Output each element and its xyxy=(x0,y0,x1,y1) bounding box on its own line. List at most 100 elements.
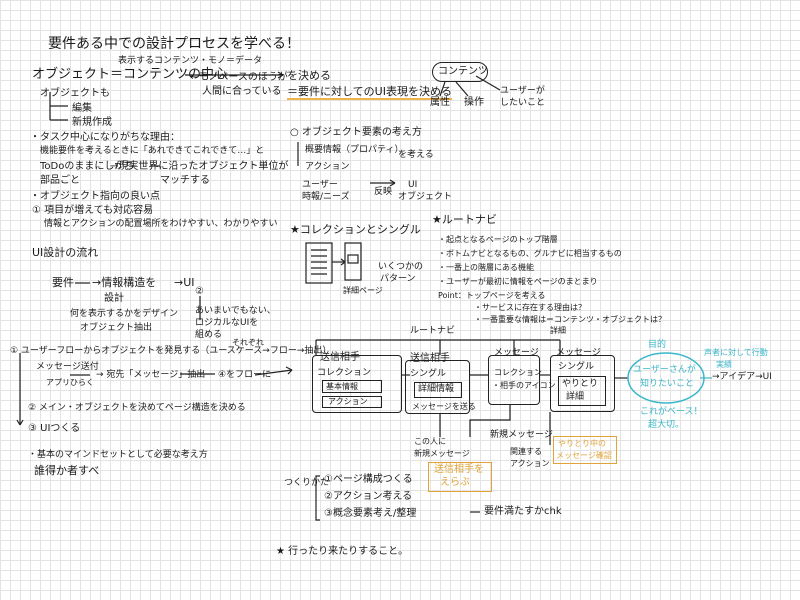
flow-note-1: あいまいでもない、 xyxy=(195,306,276,316)
flow-arch: →情報構造を xyxy=(92,276,157,289)
goal-circle-1: ユーザーさんが xyxy=(633,365,696,375)
todo-label: ToDoのままにしがち xyxy=(40,161,135,172)
orange-note-1-frame xyxy=(428,462,492,492)
flow-design: 設計 xyxy=(104,293,124,304)
decide-ui-label: ＝要件に対してのUI表現を決める xyxy=(287,85,452,100)
orange-note-2a: やりとり中の xyxy=(558,439,606,448)
oo-head: ・オブジェクト指向の良い点 xyxy=(30,191,160,202)
display-data-note: 表示するコンテンツ・モノ＝データ xyxy=(118,56,263,66)
flow-what-2: オブジェクト抽出 xyxy=(80,323,153,333)
goal-voice-2: 実績 xyxy=(716,360,732,369)
element-ui: UI xyxy=(408,180,418,190)
orange-note-1b: えらぶ xyxy=(440,477,470,488)
box1-title: 送信相手 xyxy=(320,352,360,363)
element-user: ユーザー xyxy=(302,180,338,190)
related-2: アクション xyxy=(510,459,550,468)
flow-note-3: 組める xyxy=(195,330,223,340)
step-3: ③ UIつくる xyxy=(28,423,81,434)
task-reason-text: 機能要件を考えるときに「あれできてこれできて…」と xyxy=(40,146,265,156)
attr-label: 属性 xyxy=(430,97,450,108)
box-message-single xyxy=(550,355,615,412)
root-nav-head: ★ルートナビ xyxy=(432,213,497,226)
oo-point-2: 情報とアクションの配置場所をわけやすい、わかりやすい xyxy=(44,219,278,229)
element-head: ○ オブジェクト要素の考え方 xyxy=(290,127,422,138)
contents-label: コンテンツ xyxy=(438,66,488,77)
collection-head: ★コレクションとシングル xyxy=(290,223,421,236)
root-nav-item-1: ・起点となるページのトップ階層 xyxy=(438,235,558,244)
flow-what-1: 何を表示するかをデザイン xyxy=(70,309,179,319)
edit-label: 編集 xyxy=(72,103,92,114)
box-partner-collection xyxy=(312,355,402,413)
box2-detail: 詳細情報 xyxy=(418,384,455,394)
flow-circle-2: ② xyxy=(195,286,204,297)
orange-note-1a: 送信相手を xyxy=(434,464,484,475)
box2-title: 送信相手 xyxy=(410,353,450,364)
box3-collection: コレクション xyxy=(494,368,542,377)
goal-label: 目的 xyxy=(648,340,667,350)
goal-idea: →アイデア→UI xyxy=(712,372,772,382)
real-world-2: マッチする xyxy=(160,175,210,186)
oo-point-1: ① 項目が増えても対応容易 xyxy=(32,205,154,216)
element-reflect: 反映 xyxy=(374,187,393,197)
user-want-2: したいこと xyxy=(500,98,546,108)
root-nav-item-3: ・一番上の階層にある機能 xyxy=(438,263,534,272)
step-1-small: それぞれ xyxy=(232,338,264,347)
goal-voice-1: 声者に対して行動 xyxy=(704,348,768,357)
element-needs: 時報/ニーズ xyxy=(302,192,350,202)
box1-detail: 基本情報 xyxy=(326,382,358,391)
flow-note-2: ロジカルなUIを xyxy=(195,318,259,328)
box2-msg: メッセージを送る xyxy=(412,402,476,411)
how-step-2: ②アクション考える xyxy=(324,491,413,502)
root-nav-item-4: ・ユーザーが最初に情報をページのまとまり xyxy=(438,277,598,286)
related-1: 関連する xyxy=(510,447,542,456)
box1-action-frame xyxy=(322,396,382,408)
page-title: 要件ある中での設計プロセスを学べる！ xyxy=(48,36,300,52)
step-1-app: アプリひらく xyxy=(46,378,94,387)
element-consider: を考える xyxy=(398,150,434,160)
box1-action: アクション xyxy=(328,397,368,406)
collection-detail: 詳細ページ xyxy=(343,286,383,295)
root-nav-q2: ・一番重要な情報は＝コンテンツ・オブジェクトは？ xyxy=(474,315,666,324)
goal-circle-2: 知りたいこと xyxy=(640,379,695,389)
decide-label: を決める xyxy=(287,69,331,82)
flow-ui: →UI xyxy=(174,276,195,289)
real-world-1: →現実世界に沿ったオブジェクト単位が xyxy=(110,161,289,172)
root-nav-q1: ・サービスに存在する理由は？ xyxy=(474,303,586,312)
how-head: つくりかた xyxy=(284,478,330,488)
thing-based-note: ←モノベースのほうが xyxy=(190,72,288,83)
box1-detail-frame xyxy=(322,380,382,393)
diagram-root-nav: ルートナビ xyxy=(410,326,456,336)
box1-collection: コレクション xyxy=(317,368,372,378)
goal-base-2: 超大切。 xyxy=(648,420,685,430)
element-prop: 概要情報（プロパティ） xyxy=(305,145,404,155)
suits-human-note: 人間に合っている xyxy=(202,86,282,97)
new-create-label: 新規作成 xyxy=(72,117,112,128)
box4-title: メッセージ xyxy=(556,348,601,358)
new-to-2: 新規メッセージ xyxy=(414,449,470,458)
orange-note-2-frame xyxy=(553,436,617,464)
element-action: アクション xyxy=(305,162,350,172)
box4-inner-frame xyxy=(558,376,606,406)
mindset-1: ・基本のマインドセットとして必要な考え方 xyxy=(28,450,208,460)
task-reason-head: ・タスク中心になりがちな理由： xyxy=(30,132,180,143)
step-1-msg: メッセージ送付 xyxy=(36,362,99,372)
root-nav-point: Point：トップページを考える xyxy=(438,291,546,300)
box-message-collection xyxy=(488,355,540,405)
root-nav-item-2: ・ボトムナビとなるもの、グルナビに相当するもの xyxy=(438,249,622,258)
step-1: ① ユーザーフローからオブジェクトを発見する（ユースケース→フロー→抽出） xyxy=(10,346,332,356)
goal-base-1: これがベース！ xyxy=(640,407,703,417)
footer-note: ★ 行ったり来たりすること。 xyxy=(276,546,409,557)
mindset-2: 誰得か者すべ xyxy=(34,464,100,477)
operation-label: 操作 xyxy=(464,97,484,108)
object-too: オブジェクトも xyxy=(40,88,110,99)
new-message: 新規メッセージ xyxy=(490,430,553,440)
flow-req: 要件 xyxy=(52,276,74,289)
box2-single: シングル xyxy=(410,369,447,379)
box4-inner-2: 詳細 xyxy=(566,392,585,402)
diagram-detail-top: 詳細 xyxy=(550,326,566,335)
element-object: オブジェクト xyxy=(398,192,453,202)
box-partner-single xyxy=(405,360,470,414)
box4-single: シングル xyxy=(558,362,595,372)
collection-pattern-1: いくつかの xyxy=(378,262,424,272)
new-to-1: この人に xyxy=(414,437,446,446)
